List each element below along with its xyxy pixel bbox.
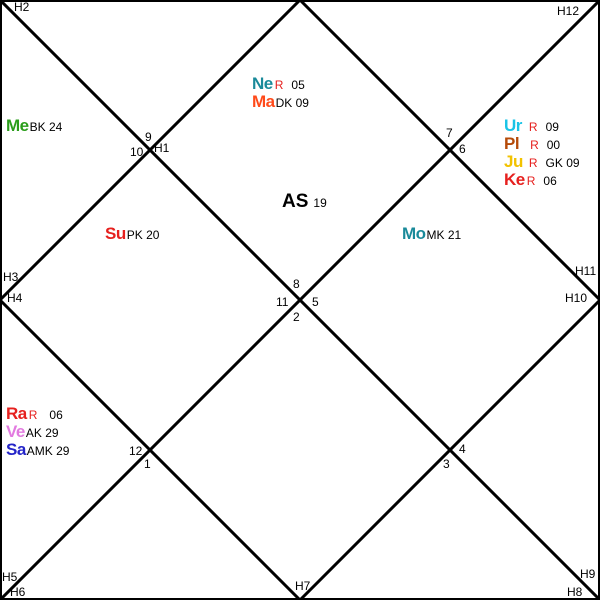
- planet-degree: AK 29: [25, 426, 59, 440]
- planet-abbr: Mo: [402, 224, 426, 243]
- house-label-h7: H7: [295, 579, 311, 593]
- planet-mercury: MeBK 24: [6, 117, 62, 136]
- planet-degree: BK 24: [29, 120, 63, 134]
- planet-degree: GK 09: [545, 156, 580, 170]
- planet-abbr: Ma: [252, 92, 275, 111]
- house-label-h8: H8: [567, 585, 583, 599]
- planet-abbr: Sa: [6, 440, 26, 459]
- sign-number-9: 9: [145, 130, 152, 144]
- retrograde-mark: R: [28, 408, 38, 422]
- planet-abbr: Pl: [504, 134, 520, 153]
- house-label-h2: H2: [14, 0, 30, 14]
- house-label-h10: H10: [565, 291, 588, 305]
- sign-number-7: 7: [446, 126, 453, 140]
- planet-saturn: SaAMK 29: [6, 441, 69, 460]
- planet-pluto: Pl R 00: [504, 135, 560, 154]
- diamond-top-right-edge: [298, 0, 600, 302]
- retrograde-mark: R: [528, 120, 538, 134]
- planet-degree: DK 09: [275, 96, 309, 110]
- sign-number-11: 11: [276, 295, 289, 309]
- planet-degree: PK 20: [126, 228, 160, 242]
- house-label-h9: H9: [580, 567, 596, 581]
- planet-abbr: Ke: [504, 170, 525, 189]
- retrograde-mark: R: [526, 174, 536, 188]
- planet-degree: 05: [291, 78, 305, 92]
- planet-abbr: Ju: [504, 152, 523, 171]
- sign-number-10: 10: [130, 145, 144, 159]
- retrograde-mark: R: [274, 78, 284, 92]
- house-label-h11: H11: [575, 264, 597, 278]
- house-label-h4: H4: [7, 291, 23, 305]
- ascendant-abbr: AS: [282, 191, 309, 212]
- house-label-h6: H6: [10, 585, 26, 599]
- ascendant-degree: 19: [313, 196, 327, 210]
- retrograde-mark: R: [528, 156, 538, 170]
- house-label-h1: H1: [154, 141, 170, 155]
- planet-degree: 00: [546, 138, 561, 152]
- retrograde-mark: R: [530, 138, 539, 152]
- sign-number-12: 12: [129, 444, 143, 458]
- planet-abbr: Ur: [504, 116, 522, 135]
- house-label-h5: H5: [2, 570, 18, 584]
- planet-jupiter: Ju R GK 09: [504, 153, 580, 172]
- planet-abbr: Ne: [252, 74, 273, 93]
- planet-degree: 06: [49, 408, 63, 422]
- ascendant-marker: AS 19: [282, 191, 327, 213]
- planet-degree: 09: [545, 120, 559, 134]
- sign-number-6: 6: [459, 142, 466, 156]
- planet-uranus: Ur R 09: [504, 117, 559, 136]
- diamond-bottom-right-edge: [298, 298, 600, 600]
- planet-degree: 06: [543, 174, 557, 188]
- sign-number-8: 8: [293, 277, 300, 291]
- sign-number-1: 1: [144, 457, 151, 471]
- planet-abbr: Ra: [6, 404, 27, 423]
- planet-degree: AMK 29: [26, 444, 70, 458]
- house-label-h3: H3: [3, 270, 19, 284]
- diamond-bottom-left-edge: [0, 298, 302, 600]
- planet-abbr: Su: [105, 224, 126, 243]
- planet-mars: MaDK 09: [252, 93, 309, 112]
- house-label-h12: H12: [557, 4, 580, 18]
- sign-number-3: 3: [443, 457, 450, 471]
- planet-sun: SuPK 20: [105, 225, 159, 244]
- planet-degree: MK 21: [426, 228, 462, 242]
- planet-abbr: Ve: [6, 422, 25, 441]
- sign-number-4: 4: [459, 442, 466, 456]
- planet-moon: MoMK 21: [402, 225, 461, 244]
- planet-abbr: Me: [6, 116, 29, 135]
- sign-number-5: 5: [312, 295, 319, 309]
- planet-venus: VeAK 29: [6, 423, 59, 442]
- sign-number-2: 2: [293, 310, 300, 324]
- diamond-top-left-edge: [0, 0, 302, 302]
